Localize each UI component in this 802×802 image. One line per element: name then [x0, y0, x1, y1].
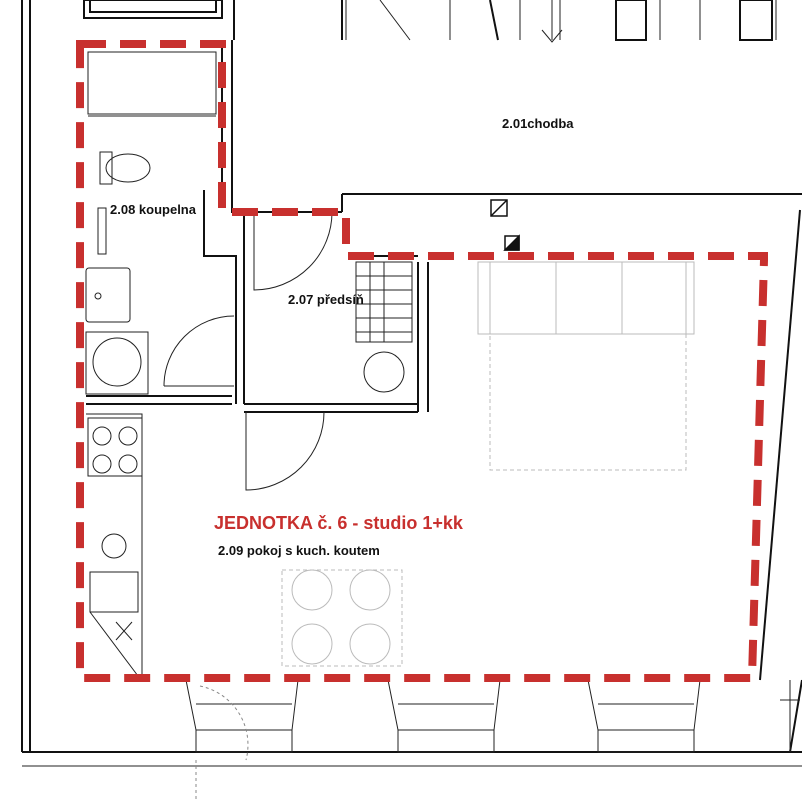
unit-boundary [76, 40, 768, 682]
room-label-koupelna: 2.08 koupelna [110, 202, 196, 217]
room-label-predsin: 2.07 předsíň [288, 292, 364, 307]
room-label-chodba: 2.01chodba [502, 116, 574, 131]
room-label-pokoj: 2.09 pokoj s kuch. koutem [218, 543, 380, 558]
shaft-symbols [490, 199, 520, 251]
unit-title: JEDNOTKA č. 6 - studio 1+kk [214, 513, 463, 533]
walls [21, 0, 802, 753]
fixtures [22, 0, 802, 800]
